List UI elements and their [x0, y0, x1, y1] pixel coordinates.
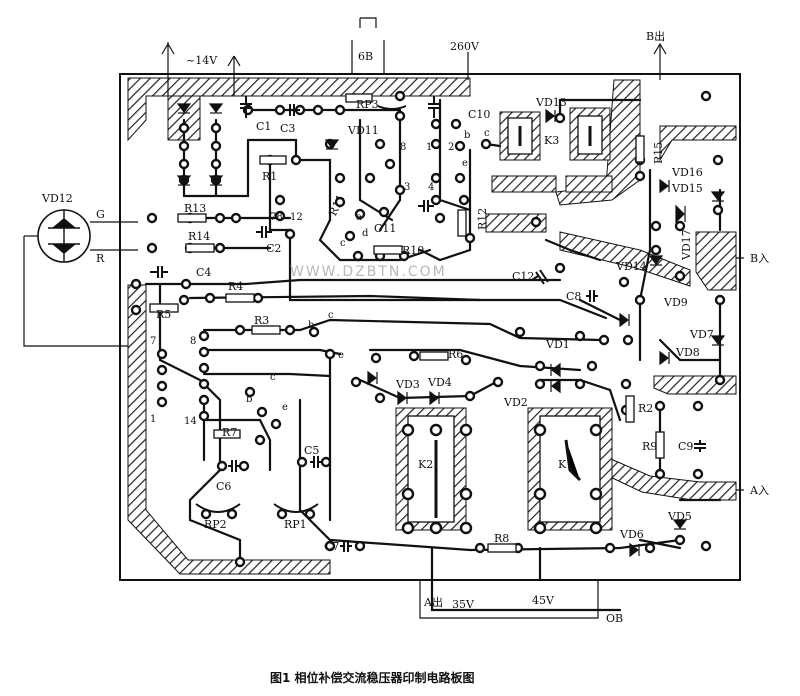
- label-b-out: B出: [646, 29, 665, 43]
- pin-78: 78: [270, 212, 283, 223]
- label-k1: K1: [558, 458, 573, 471]
- board-outline: [119, 73, 741, 581]
- label-r12: R12: [476, 208, 489, 230]
- label-r3: R3: [254, 314, 269, 327]
- label-vd13: VD13: [535, 96, 567, 109]
- pin-b-mid: b: [308, 320, 314, 331]
- label-r: R: [96, 252, 105, 265]
- pin-1-left: 1: [150, 414, 156, 425]
- label-r5: R5: [156, 308, 171, 321]
- pin-c-mid: c: [328, 310, 334, 321]
- pin-d: d: [362, 228, 369, 239]
- label-vd6: VD6: [619, 528, 644, 541]
- figure-caption: 图1 相位补偿交流稳压器印制电路板图: [270, 670, 475, 685]
- component-labels: VD12 VD13 VD11 VD16 VD15 VD17 VD14 VD9 V…: [41, 96, 714, 553]
- capacitors: [150, 96, 706, 552]
- trimpots: [195, 105, 407, 513]
- label-rp3: RP3: [356, 98, 379, 111]
- label-c3: C3: [280, 122, 295, 135]
- label-r1: R1: [262, 170, 277, 183]
- label-a-in: A入: [749, 484, 769, 497]
- relay-bodies: [407, 115, 603, 523]
- label-vd3: VD3: [395, 378, 420, 391]
- label-c5: C5: [304, 444, 319, 457]
- watermark: WWW.DZBTN.COM: [290, 264, 447, 280]
- label-r7: R7: [222, 426, 237, 439]
- label-vd7: VD7: [689, 328, 714, 341]
- pin-8-top: 8: [400, 142, 406, 153]
- label-r15: R15: [652, 142, 665, 164]
- label-k3: K3: [544, 134, 559, 147]
- label-c10: C10: [468, 108, 490, 121]
- label-vd14: VD14: [615, 260, 647, 273]
- external-wiring: [23, 17, 744, 619]
- label-c8: C8: [566, 290, 581, 303]
- pin-b-left: b: [246, 394, 252, 405]
- label-rp2: RP2: [204, 518, 227, 531]
- label-vd4: VD4: [427, 376, 452, 389]
- pin-4: 4: [428, 182, 434, 193]
- diodes: [176, 103, 726, 558]
- pin-c-k3: c: [484, 128, 490, 139]
- pin-labels: 1 2 3 4 8 78 12 7 1 8 14 c b e b c e c b…: [150, 128, 490, 427]
- label-r6: R6: [448, 348, 463, 361]
- pin-e-left: e: [282, 402, 288, 413]
- label-vd5: VD5: [667, 510, 692, 523]
- relay-contacts: [434, 126, 592, 518]
- label-k2: K2: [418, 458, 433, 471]
- pin-14: 14: [184, 416, 197, 427]
- label-260v: 260V: [450, 40, 480, 53]
- label-r10: R10: [402, 244, 424, 257]
- label-vd8: VD8: [675, 346, 700, 359]
- label-c7: C7: [324, 540, 339, 553]
- pin-1-top: 1: [426, 142, 432, 153]
- label-14v: ~14V: [186, 54, 218, 67]
- label-vd2: VD2: [503, 396, 528, 409]
- label-vd12: VD12: [41, 192, 73, 205]
- label-r13: R13: [184, 202, 206, 215]
- solder-pads: [130, 90, 726, 568]
- label-r14: R14: [188, 230, 210, 243]
- label-c9: C9: [678, 440, 693, 453]
- label-rp1: RP1: [284, 518, 307, 531]
- vd12-triac-symbol: [37, 209, 91, 263]
- label-vd17: VD17: [680, 229, 693, 261]
- pin-b-top: b: [464, 130, 470, 141]
- label-r9: R9: [642, 440, 657, 453]
- pin-e-top: e: [462, 158, 468, 169]
- label-45v: 45V: [532, 594, 555, 607]
- pin-3: 3: [404, 182, 410, 193]
- pin-8-left: 8: [190, 336, 196, 347]
- label-r8: R8: [494, 532, 509, 545]
- label-c1: C1: [256, 120, 271, 133]
- pin-a: a: [356, 212, 362, 223]
- label-b-in: B入: [750, 252, 769, 265]
- label-35v: 35V: [452, 598, 475, 611]
- pin-12: 12: [290, 212, 303, 223]
- label-vd16: VD16: [671, 166, 703, 179]
- pin-c-r11: c: [340, 238, 346, 249]
- label-vd1: VD1: [545, 338, 570, 351]
- label-switch-6b: 6B: [358, 50, 373, 63]
- label-r2: R2: [638, 402, 653, 415]
- label-r4: R4: [228, 280, 243, 293]
- pin-2-top: 2: [448, 142, 454, 153]
- label-vd15: VD15: [671, 182, 703, 195]
- label-c4: C4: [196, 266, 211, 279]
- label-ob: OB: [606, 612, 623, 625]
- label-c12: C12: [512, 270, 534, 283]
- label-c2: C2: [266, 242, 281, 255]
- label-vd11: VD11: [347, 124, 379, 137]
- pin-e-mid: e: [338, 350, 344, 361]
- resistor-bodies: [149, 93, 665, 553]
- pin-c-left: c: [270, 372, 276, 383]
- label-c11: C11: [374, 222, 396, 235]
- label-a-out: A出: [423, 595, 443, 609]
- label-vd9: VD9: [663, 296, 688, 309]
- pin-7: 7: [150, 336, 156, 347]
- label-g: G: [96, 208, 105, 221]
- label-c6: C6: [216, 480, 231, 493]
